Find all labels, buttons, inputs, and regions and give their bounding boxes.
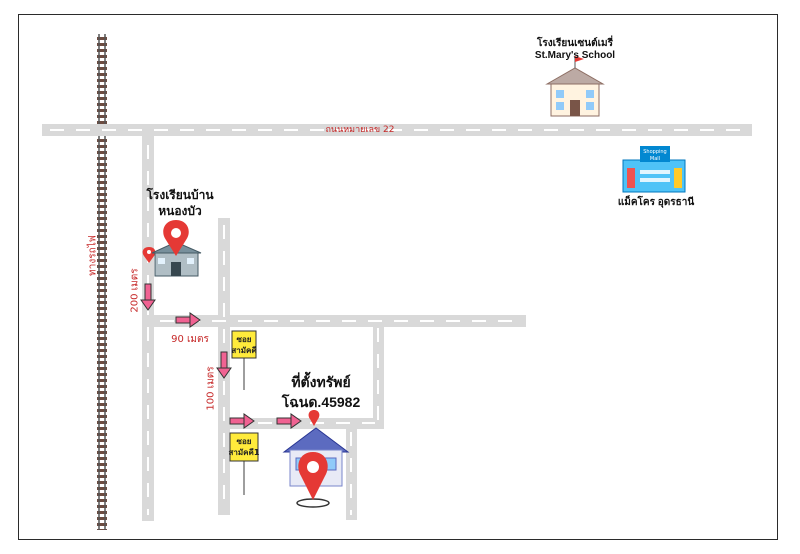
highway-label: ถนนหมายเลข 22 bbox=[325, 125, 395, 135]
svg-text:Mall: Mall bbox=[650, 156, 660, 162]
distance-90m-label: 90 เมตร bbox=[171, 334, 209, 345]
school-location-pin-icon bbox=[163, 220, 189, 256]
arrow-right-property-icon bbox=[276, 413, 302, 429]
distance-100m-label: 100 เมตร bbox=[205, 366, 217, 411]
arrow-right-soi-icon bbox=[229, 413, 255, 429]
stmary-school-en-label: St.Mary's School bbox=[534, 50, 616, 61]
sign2-line2: สามัคคี1 bbox=[229, 447, 260, 457]
arrow-right-90m-icon bbox=[175, 312, 201, 328]
small-location-pin-icon bbox=[142, 247, 156, 263]
road-vertical-property bbox=[346, 425, 357, 520]
school-name-line1: โรงเรียนบ้าน bbox=[146, 188, 214, 202]
distance-200m-label: 200 เมตร bbox=[129, 268, 141, 313]
road-vertical-right bbox=[373, 320, 384, 428]
railway-label: ทางรถไฟ bbox=[87, 235, 99, 276]
property-location-pin-icon bbox=[298, 452, 328, 500]
soi-samakkhi1-sign: ซอย สามัคคี1 bbox=[229, 432, 260, 495]
school-name-line2: หนองบัว bbox=[158, 204, 202, 218]
sign2-line1: ซอย bbox=[237, 437, 252, 446]
mall-label: แม็คโคร อุดรธานี bbox=[617, 197, 695, 208]
nongbua-school-icon bbox=[151, 241, 202, 277]
soi-samakkhi-sign: ซอย สามัคคี bbox=[231, 330, 257, 390]
stmary-school-icon bbox=[545, 56, 605, 117]
arrow-down-200m-icon bbox=[140, 283, 156, 311]
map-frame bbox=[18, 14, 778, 540]
sign1-line1: ซอย bbox=[237, 335, 252, 344]
stmary-school-thai-label: โรงเรียนเซนต์เมรี่ bbox=[536, 38, 614, 49]
arrow-down-100m-icon bbox=[216, 351, 232, 379]
road-horizontal-main bbox=[148, 315, 526, 327]
shopping-mall-icon: Shopping Mall bbox=[622, 146, 686, 193]
svg-text:Shopping: Shopping bbox=[643, 149, 666, 155]
property-deed-number: โฉนด.45982 bbox=[281, 394, 361, 410]
property-title: ที่ตั้งทรัพย์ bbox=[291, 374, 351, 390]
road-horizontal-property bbox=[226, 418, 384, 429]
sign1-line2: สามัคคี bbox=[231, 345, 256, 355]
railway bbox=[97, 34, 107, 530]
